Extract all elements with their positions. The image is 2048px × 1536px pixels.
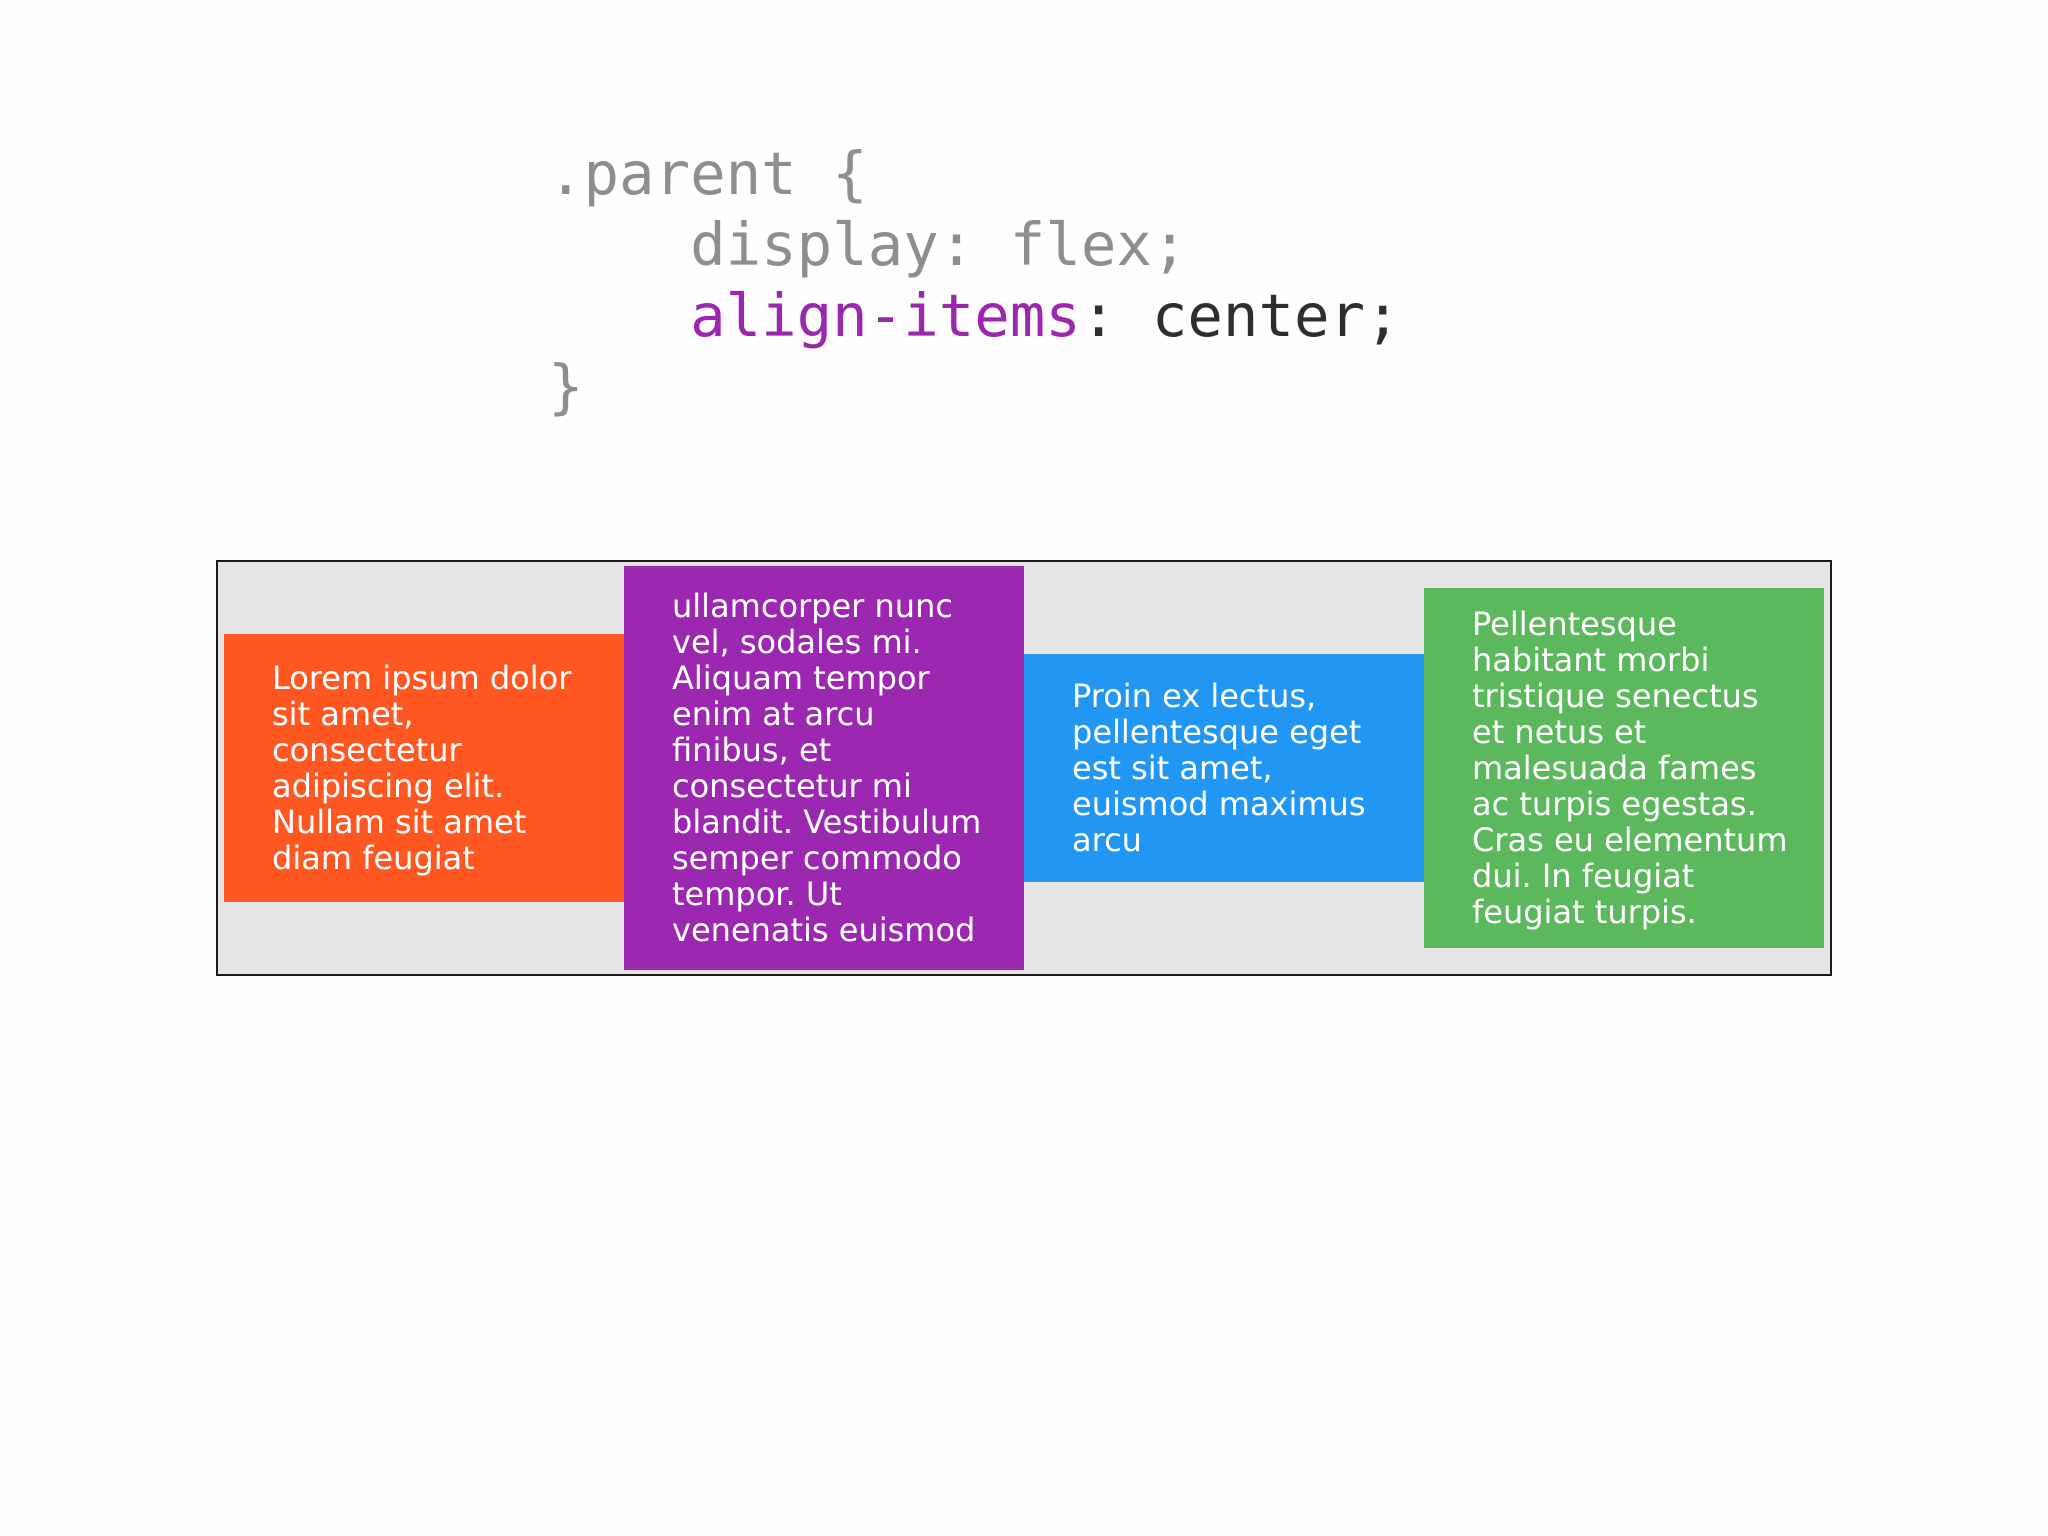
display-property: display: [690, 210, 939, 279]
code-line-align-items: align-items: center;: [548, 280, 1401, 351]
close-brace: }: [548, 352, 584, 421]
selector-text: .parent {: [548, 139, 868, 208]
code-line-display: display: flex;: [548, 209, 1401, 280]
flex-parent-container: Lorem ipsum dolor sit amet, consectetur …: [216, 560, 1832, 976]
child-text: Pellentesque habitant morbi tristique se…: [1472, 605, 1788, 931]
flex-child-green: Pellentesque habitant morbi tristique se…: [1424, 588, 1824, 948]
code-line-close-brace: }: [548, 351, 1401, 422]
display-value: : flex;: [938, 210, 1188, 279]
child-text: Proin ex lectus, pellentesque eget est s…: [1072, 677, 1366, 859]
align-items-value: center;: [1151, 281, 1401, 350]
child-text: Lorem ipsum dolor sit amet, consectetur …: [272, 659, 572, 877]
flex-child-blue: Proin ex lectus, pellentesque eget est s…: [1024, 654, 1424, 882]
indent: [548, 210, 690, 279]
child-text: ullamcorper nunc vel, sodales mi. Aliqua…: [672, 587, 982, 949]
colon: :: [1080, 281, 1152, 350]
flex-child-purple: ullamcorper nunc vel, sodales mi. Aliqua…: [624, 566, 1024, 970]
code-line-selector: .parent {: [548, 138, 1401, 209]
css-code-block: .parent { display: flex; align-items: ce…: [548, 138, 1401, 422]
align-items-property: align-items: [690, 281, 1081, 350]
indent: [548, 281, 690, 350]
flex-child-orange: Lorem ipsum dolor sit amet, consectetur …: [224, 634, 624, 902]
